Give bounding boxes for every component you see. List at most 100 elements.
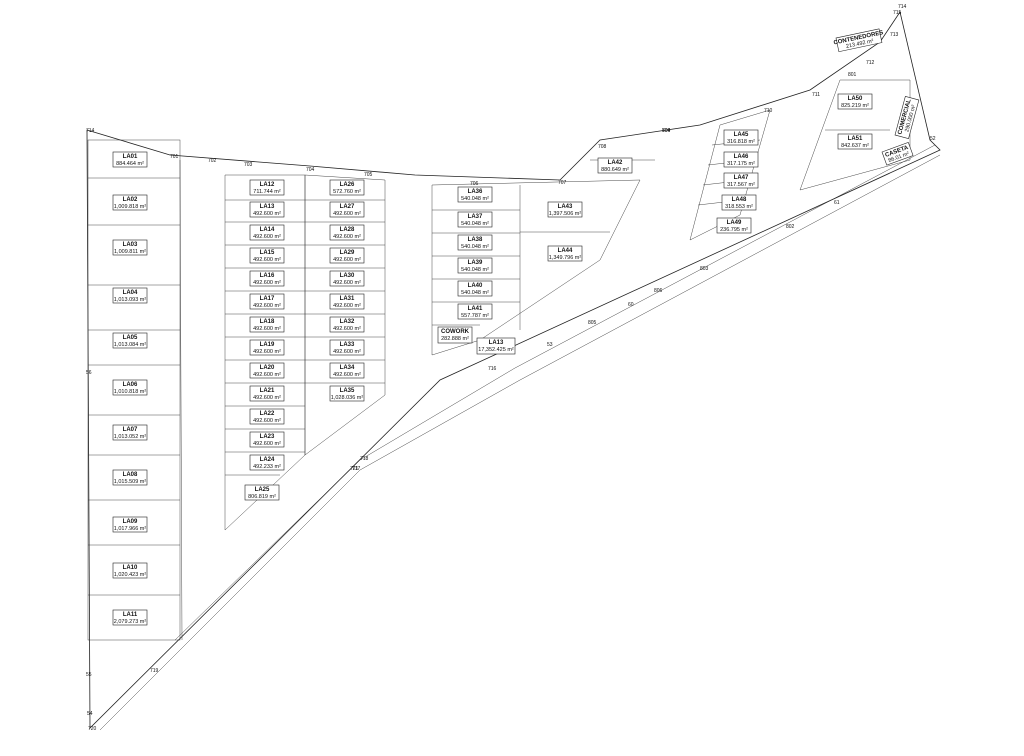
- survey-point-label: 52: [930, 136, 936, 142]
- lot-name: LA10: [123, 565, 138, 571]
- lot-area: 880.649 m²: [601, 167, 629, 173]
- lot-name: LA07: [123, 427, 138, 433]
- lot-area: 492.600 m²: [253, 441, 281, 447]
- lot-name: LA42: [608, 160, 623, 166]
- lot-area: 492.600 m²: [253, 349, 281, 355]
- road-inner-line-2: [174, 144, 936, 641]
- lot-name: LA18: [260, 319, 275, 325]
- contenedores-label: CONTENEDORES 213.492 m²: [833, 28, 884, 53]
- lot-name: LA46: [734, 154, 749, 160]
- lot-area: 492.600 m²: [253, 303, 281, 309]
- lot-area: 572.760 m²: [333, 189, 361, 195]
- lot-area: 492.600 m²: [333, 303, 361, 309]
- lot-area: 884.464 m²: [116, 161, 144, 167]
- lot-area: 317.175 m²: [727, 161, 755, 167]
- lot-area: 492.600 m²: [253, 395, 281, 401]
- lot-name: LA26: [340, 182, 355, 188]
- lot-area: 1,020.423 m²: [114, 572, 147, 578]
- lot-area: 492.600 m²: [333, 234, 361, 240]
- survey-point-label: 60: [628, 302, 634, 308]
- lot-area: 1,013.052 m²: [114, 434, 147, 440]
- lot-name: LA19: [260, 342, 275, 348]
- lot-area: 1,015.509 m²: [114, 479, 147, 485]
- block-left: [87, 139, 181, 641]
- lot-name: LA11: [123, 612, 138, 618]
- lot-name: LA36: [468, 189, 483, 195]
- survey-point-label: 711: [812, 92, 820, 98]
- lot-area: 711.744 m²: [253, 189, 281, 195]
- block-far-right: [799, 79, 911, 191]
- lot-name: LA30: [340, 273, 355, 279]
- lot-name: LA06: [123, 382, 138, 388]
- survey-point-label: 712: [866, 60, 875, 66]
- lot-name: LA20: [260, 365, 275, 371]
- lot-name: LA51: [848, 136, 863, 142]
- lot-name: LA04: [123, 290, 138, 296]
- lot-area: 1,028.036 m²: [331, 395, 364, 401]
- lot-name: LA17: [260, 296, 275, 302]
- block-center: [304, 174, 386, 456]
- survey-point-label: 710: [764, 108, 773, 114]
- lot-name: LA33: [340, 342, 355, 348]
- lot-area: 540.048 m²: [461, 196, 489, 202]
- lot-area: 492.600 m²: [333, 326, 361, 332]
- lot-name: LA22: [260, 411, 275, 417]
- contenedores-area: 213.492 m²: [846, 38, 875, 50]
- survey-point-label: 713: [890, 32, 899, 38]
- lot-area: 825.219 m²: [841, 103, 869, 109]
- lot-area: 236.795 m²: [720, 227, 748, 233]
- comercial-label: COMERCIAL 290.000 m²: [894, 95, 920, 139]
- lot-area: 492.600 m²: [333, 257, 361, 263]
- lot-name: LA24: [260, 457, 275, 463]
- lot-area: 842.637 m²: [841, 143, 869, 149]
- lot-name: LA16: [260, 273, 275, 279]
- survey-point-label: 706: [470, 181, 479, 187]
- lot-name: LA03: [123, 242, 138, 248]
- lot-area: 540.048 m²: [461, 290, 489, 296]
- lot-name: LA15: [260, 250, 275, 256]
- lot-area: 1,397.506 m²: [549, 211, 582, 217]
- lot-area: 1,009.811 m²: [114, 249, 146, 255]
- lot-name: LA49: [727, 220, 742, 226]
- lot-name: LA44: [558, 248, 573, 254]
- lot-area: 1,009.818 m²: [114, 204, 147, 210]
- survey-point-label: 718: [360, 456, 369, 462]
- survey-point-label: 703: [244, 162, 253, 168]
- lot-name: LA38: [468, 237, 483, 243]
- lot-name: LA50: [848, 96, 863, 102]
- survey-point-label: 716: [488, 366, 497, 372]
- survey-point-label: 801: [848, 72, 857, 78]
- survey-point-label: 805: [588, 320, 597, 326]
- survey-point-label: 53: [547, 342, 553, 348]
- caseta-label: CASETA 86.01 m²: [881, 142, 914, 166]
- lot-area: 492.600 m²: [253, 326, 281, 332]
- survey-point-label: 707: [558, 180, 567, 186]
- survey-point-label: 721: [350, 466, 359, 472]
- lot-area: 540.048 m²: [461, 221, 489, 227]
